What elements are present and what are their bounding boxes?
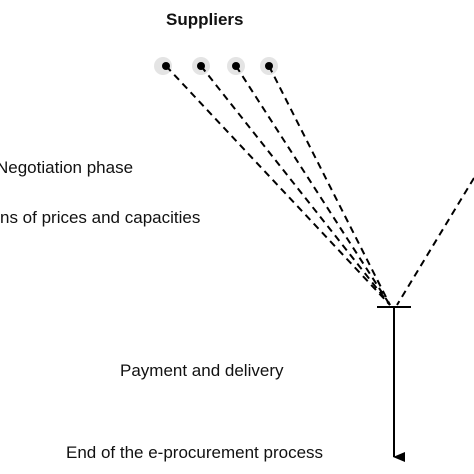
payment-delivery-label: Payment and delivery xyxy=(120,361,284,380)
supplier-connector-2 xyxy=(200,65,391,306)
supplier-connector-4 xyxy=(268,65,391,306)
end-process-label: End of the e-procurement process xyxy=(66,443,324,462)
supplier-connector-1 xyxy=(165,65,391,306)
suppliers-title: Suppliers xyxy=(166,10,244,29)
negotiation-phase-label: Negotiation phase xyxy=(0,158,134,177)
supplier-connector-3 xyxy=(235,65,391,306)
supplier-node-1 xyxy=(154,57,172,75)
prices-capacities-label: ns of prices and capacities xyxy=(0,208,201,227)
buyer-connector xyxy=(396,177,474,306)
